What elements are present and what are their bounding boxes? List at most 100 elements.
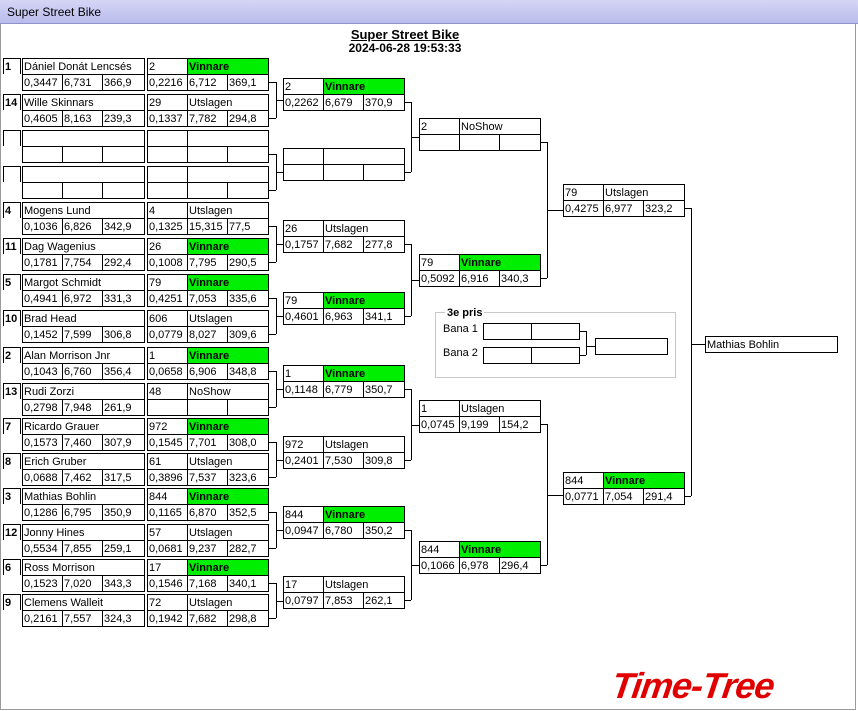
lane-cell: 17 (147, 559, 188, 576)
reaction-time-cell: 0,1452 (22, 326, 63, 343)
lane-cell: 26 (147, 238, 188, 255)
speed-cell: 352,5 (227, 504, 269, 521)
lane-cell: 2 (283, 78, 324, 95)
bracket-line (685, 208, 691, 209)
bracket-line (405, 389, 411, 390)
speed-cell: 369,1 (227, 74, 269, 91)
seed-spacer (3, 434, 21, 451)
racer-name[interactable]: Ross Morrison (22, 559, 145, 576)
elapsed-time-cell: 6,978 (459, 557, 500, 574)
bracket-line (276, 460, 283, 461)
bracket-line (405, 244, 411, 245)
racer-name[interactable]: Rudi Zorzi (22, 383, 145, 400)
reaction-time-cell: 0,2262 (283, 94, 324, 111)
seed-number: 2 (3, 347, 21, 364)
bracket-line (269, 262, 276, 263)
racer-name[interactable]: Clemens Walleit (22, 594, 145, 611)
third-place-lane1-time (531, 323, 580, 340)
racer-name[interactable]: Ricardo Grauer (22, 418, 145, 435)
bracket-line (269, 442, 276, 443)
third-place-lane1-lane[interactable] (483, 323, 532, 340)
reaction-time-cell: 0,1546 (147, 575, 188, 592)
seed-spacer (3, 504, 21, 521)
elapsed-time-cell: 15,315 (187, 218, 228, 235)
reaction-time-cell: 0,1942 (147, 610, 188, 627)
speed-cell: 291,4 (643, 488, 685, 505)
elapsed-time-cell: 7,020 (62, 575, 103, 592)
elapsed-time-cell (187, 182, 228, 199)
speed-cell: 340,3 (499, 270, 541, 287)
bracket-line (541, 278, 547, 279)
result-cell: Vinnare (323, 292, 405, 309)
seed-spacer (3, 290, 21, 307)
lane-cell (147, 166, 188, 183)
bracket-line (547, 210, 563, 211)
elapsed-time-cell: 6,780 (323, 522, 364, 539)
reaction-time-cell: 0,1066 (419, 557, 460, 574)
reaction-time-cell: 0,4275 (563, 200, 604, 217)
seed-number: 1 (3, 58, 21, 75)
bracket-line (691, 344, 705, 345)
elapsed-time-cell: 6,731 (62, 74, 103, 91)
speed-cell: 282,7 (227, 540, 269, 557)
racer-name[interactable]: Wille Skinnars (22, 94, 145, 111)
reaction-time-cell: 0,0681 (147, 540, 188, 557)
speed-cell: 341,1 (363, 308, 405, 325)
result-cell: Vinnare (459, 254, 541, 271)
third-place-connector (579, 355, 586, 356)
elapsed-time-cell: 6,826 (62, 218, 103, 235)
elapsed-time-cell: 6,712 (187, 74, 228, 91)
reaction-time-cell: 0,1325 (147, 218, 188, 235)
result-cell: Utslagen (187, 594, 269, 611)
bracket-line (405, 316, 411, 317)
reaction-time-cell: 0,1573 (22, 434, 63, 451)
bracket-line (269, 371, 276, 372)
page-title: Super Street Bike (350, 27, 460, 42)
third-place-lane2-lane (483, 347, 532, 364)
bracket-line (691, 208, 692, 496)
result-cell: Vinnare (187, 418, 269, 435)
bracket-line (269, 190, 276, 191)
reaction-time-cell (22, 146, 63, 163)
reaction-time-cell: 0,1523 (22, 575, 63, 592)
speed-cell (227, 399, 269, 416)
bracket-line (405, 600, 411, 601)
seed-number: 3 (3, 488, 21, 505)
bracket-line (411, 425, 419, 426)
racer-name[interactable]: Jonny Hines (22, 524, 145, 541)
speed-cell: 348,8 (227, 363, 269, 380)
seed-spacer (3, 326, 21, 343)
bracket-line (276, 316, 283, 317)
racer-name[interactable]: Brad Head (22, 310, 145, 327)
bracket-line (541, 142, 547, 143)
lane-cell: 29 (147, 94, 188, 111)
window-frame (0, 24, 856, 710)
racer-name[interactable]: Mathias Bohlin (22, 488, 145, 505)
elapsed-time-cell: 6,906 (187, 363, 228, 380)
result-cell: Utslagen (603, 184, 685, 201)
bracket-line (269, 298, 276, 299)
racer-name[interactable]: Dániel Donát Lencsés (22, 58, 145, 75)
racer-name[interactable]: Erich Gruber (22, 453, 145, 470)
speed-cell: 239,3 (102, 110, 145, 127)
racer-name[interactable]: Alan Morrison Jnr (22, 347, 145, 364)
elapsed-time-cell: 6,916 (459, 270, 500, 287)
result-cell: Vinnare (187, 488, 269, 505)
speed-cell: 323,2 (643, 200, 685, 217)
speed-cell: 262,1 (363, 592, 405, 609)
racer-name[interactable] (22, 166, 145, 183)
speed-cell: 259,1 (102, 540, 145, 557)
speed-cell: 343,3 (102, 575, 145, 592)
speed-cell: 307,9 (102, 434, 145, 451)
speed-cell: 308,0 (227, 434, 269, 451)
bracket-line (276, 389, 283, 390)
racer-name[interactable]: Mogens Lund (22, 202, 145, 219)
racer-name[interactable]: Dag Wagenius (22, 238, 145, 255)
lane-cell (147, 130, 188, 147)
result-cell: Utslagen (187, 202, 269, 219)
racer-name[interactable]: Margot Schmidt (22, 274, 145, 291)
elapsed-time-cell: 7,782 (187, 110, 228, 127)
elapsed-time-cell: 6,870 (187, 504, 228, 521)
racer-name[interactable] (22, 130, 145, 147)
speed-cell (227, 146, 269, 163)
